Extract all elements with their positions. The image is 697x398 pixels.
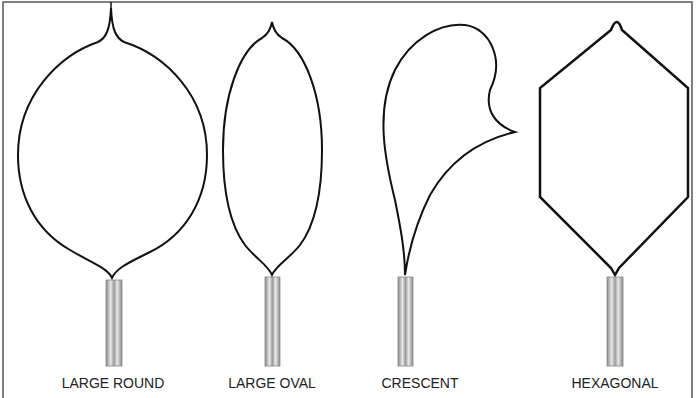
hexagonal-snare bbox=[540, 22, 688, 366]
snare-label: LARGE OVAL bbox=[228, 376, 316, 390]
snare-label: HEXAGONAL bbox=[571, 376, 658, 390]
frame-border bbox=[3, 2, 692, 398]
snare-label: CRESCENT bbox=[381, 376, 458, 390]
crescent-snare bbox=[383, 25, 515, 366]
large-round-snare bbox=[18, 2, 207, 366]
snare-label: LARGE ROUND bbox=[62, 376, 165, 390]
large-oval-snare bbox=[223, 22, 322, 366]
